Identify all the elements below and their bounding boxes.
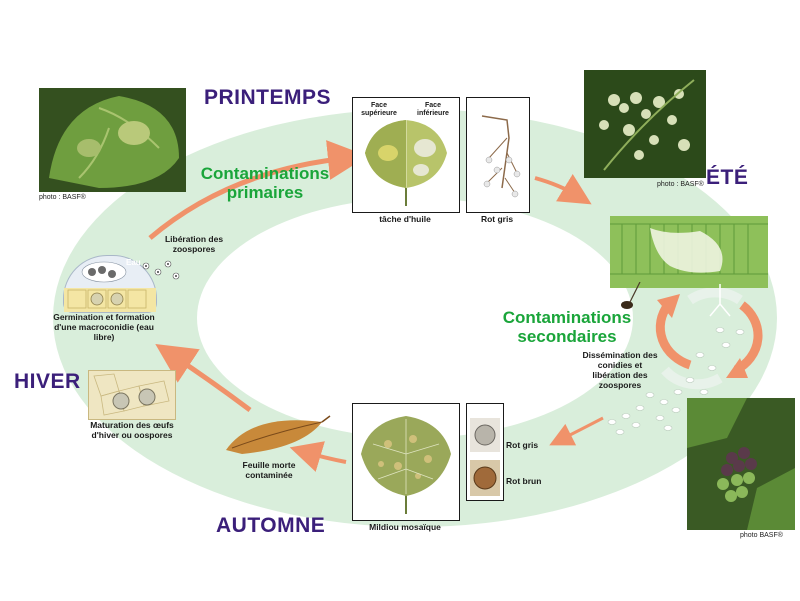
secondary-contamination-title: Contaminations secondaires — [494, 308, 640, 346]
label-eau: Eau — [126, 258, 141, 267]
frame-oil-spot: Face supérieure Face inférieure — [352, 97, 460, 213]
secondary-line2: secondaires — [517, 327, 617, 346]
secondary-arrow-left — [655, 302, 692, 370]
label-maturation: Maturation des œufs d'hiver ou oospores — [90, 420, 174, 440]
label-germination: Germination et formation d'une macroconi… — [53, 312, 155, 342]
label-rot-gris-top: Rot gris — [480, 214, 514, 224]
germinating-spore-icon — [621, 282, 641, 309]
photo-grape-cluster — [687, 398, 795, 530]
primary-line1: Contaminations — [200, 164, 330, 183]
photo-infected-cluster — [584, 70, 706, 178]
label-rot-brun: Rot brun — [506, 476, 542, 486]
season-autumn: AUTOMNE — [216, 514, 326, 537]
sporangiophore-icon — [709, 284, 731, 317]
label-face-inf: Face inférieure — [417, 102, 449, 117]
photo-infected-leaf — [39, 88, 186, 192]
season-summer: ÉTÉ — [706, 166, 749, 189]
cycle-ring-inner — [197, 198, 633, 438]
label-liberation-zoospores: Libération des zoospores — [164, 234, 224, 254]
season-winter: HIVER — [14, 370, 81, 393]
zoospores-icon — [142, 260, 180, 280]
frame-rot-gris-top — [466, 97, 530, 213]
arrow-spring — [148, 140, 368, 240]
arrow-to-winter — [155, 344, 252, 413]
primary-line2: primaires — [226, 183, 304, 202]
season-spring: PRINTEMPS — [204, 86, 332, 109]
label-rot-gris-bottom: Rot gris — [506, 440, 539, 450]
photo-credit-2: photo : BASF® — [657, 181, 704, 188]
arrow-to-summer — [534, 174, 592, 205]
leaf-cross-section — [610, 216, 768, 288]
frame-mildiou-mosaique — [352, 403, 460, 521]
photo-credit-3: photo BASF® — [740, 532, 783, 539]
label-dissemination: Dissémination des conidies et libération… — [582, 350, 658, 390]
frame-rot-berries — [466, 403, 504, 501]
dead-leaf-icon — [226, 415, 331, 454]
label-mildiou-mosaique: Mildiou mosaïque — [369, 522, 441, 532]
droplet-illustration: Eau — [63, 255, 157, 313]
primary-contamination-title: Contaminations primaires — [192, 164, 338, 202]
oospores-illustration — [88, 370, 176, 420]
secondary-line1: Contaminations — [502, 308, 632, 327]
photo-credit-1: photo : BASF® — [39, 194, 86, 201]
label-face-sup: Face supérieure — [361, 102, 397, 117]
label-feuille-morte: Feuille morte contaminée — [242, 460, 296, 480]
arrow-to-rot — [549, 416, 604, 446]
arrow-to-leaf — [289, 441, 347, 472]
secondary-arrow-right — [733, 301, 763, 374]
label-tache-huile: tâche d'huile — [379, 214, 431, 224]
